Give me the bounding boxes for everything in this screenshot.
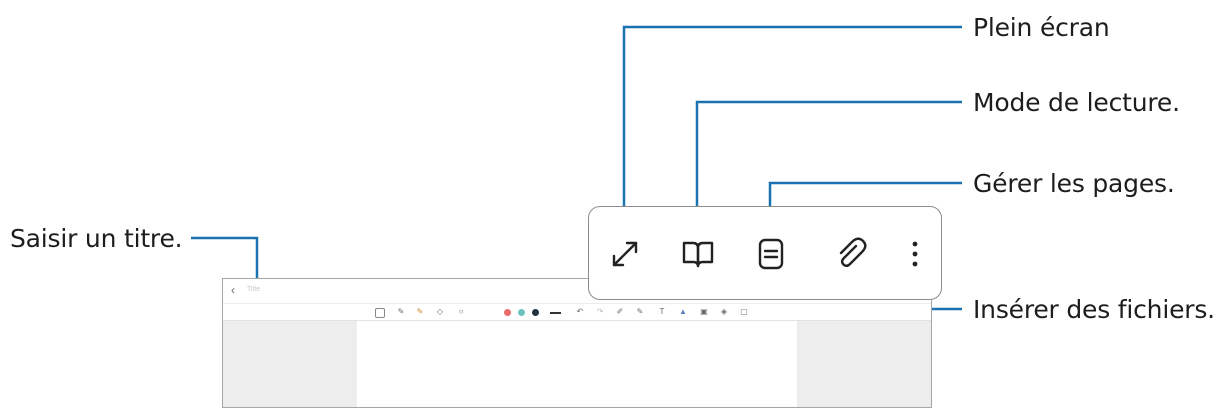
zoom-callout-toolbar bbox=[588, 206, 942, 300]
insert-icon[interactable]: ▢ bbox=[740, 307, 748, 316]
label-insert-files: Insérer des fichiers. bbox=[973, 295, 1215, 324]
canvas-margin-right bbox=[797, 321, 931, 407]
manage-pages-button[interactable] bbox=[751, 234, 791, 274]
keyboard-icon[interactable] bbox=[375, 308, 385, 318]
text-icon[interactable]: T bbox=[659, 307, 665, 316]
pen-settings-icon[interactable]: ✐ bbox=[616, 307, 624, 316]
drawing-toolbar: ✎ ✎ ◇ ○ ↶ ↷ ✐ ✎ T ▲ ▣ ◈ ▢ bbox=[223, 303, 931, 321]
highlighter-icon[interactable]: ✎ bbox=[416, 307, 424, 316]
back-icon[interactable]: ‹ bbox=[231, 283, 235, 297]
leader-enter-title bbox=[191, 236, 259, 283]
fullscreen-button[interactable] bbox=[605, 234, 645, 274]
canvas-margin-left bbox=[223, 321, 357, 407]
reading-mode-icon bbox=[682, 241, 714, 268]
notes-screen: ‹ Title ✎ ✎ ◇ ○ ↶ ↷ ✐ ✎ T ▲ ▣ ◈ ▢ bbox=[222, 278, 932, 408]
handwriting-icon[interactable]: ✎ bbox=[636, 307, 644, 316]
teal-color-swatch[interactable] bbox=[518, 309, 525, 316]
label-manage-pages: Gérer les pages. bbox=[973, 169, 1175, 198]
more-options-button[interactable] bbox=[895, 234, 935, 274]
dark-color-swatch[interactable] bbox=[532, 309, 539, 316]
eraser-icon[interactable]: ◇ bbox=[436, 307, 444, 316]
lasso-icon[interactable]: ○ bbox=[458, 307, 464, 316]
leader-reading-mode bbox=[695, 100, 962, 240]
label-fullscreen: Plein écran bbox=[973, 13, 1110, 42]
title-bar: ‹ Title bbox=[223, 279, 931, 303]
label-reading-mode: Mode de lecture. bbox=[973, 88, 1180, 117]
page-manage-icon bbox=[758, 238, 784, 270]
label-enter-title: Saisir un titre. bbox=[10, 224, 183, 253]
leader-fullscreen bbox=[622, 25, 962, 240]
line-width-icon[interactable] bbox=[550, 312, 561, 314]
red-color-swatch[interactable] bbox=[504, 309, 511, 316]
attachment-icon bbox=[839, 237, 867, 268]
fullscreen-icon bbox=[612, 241, 638, 267]
redo-icon[interactable]: ↷ bbox=[596, 307, 604, 316]
reading-mode-button[interactable] bbox=[678, 234, 718, 274]
more-options-icon bbox=[912, 241, 918, 267]
undo-icon[interactable]: ↶ bbox=[576, 307, 584, 316]
attachment-button[interactable] bbox=[831, 234, 871, 274]
tint-icon[interactable]: ▲ bbox=[679, 307, 687, 316]
pen-icon[interactable]: ✎ bbox=[397, 307, 405, 316]
image-icon[interactable]: ▣ bbox=[700, 307, 708, 316]
title-input[interactable]: Title bbox=[247, 286, 260, 293]
shape-icon[interactable]: ◈ bbox=[720, 307, 728, 316]
